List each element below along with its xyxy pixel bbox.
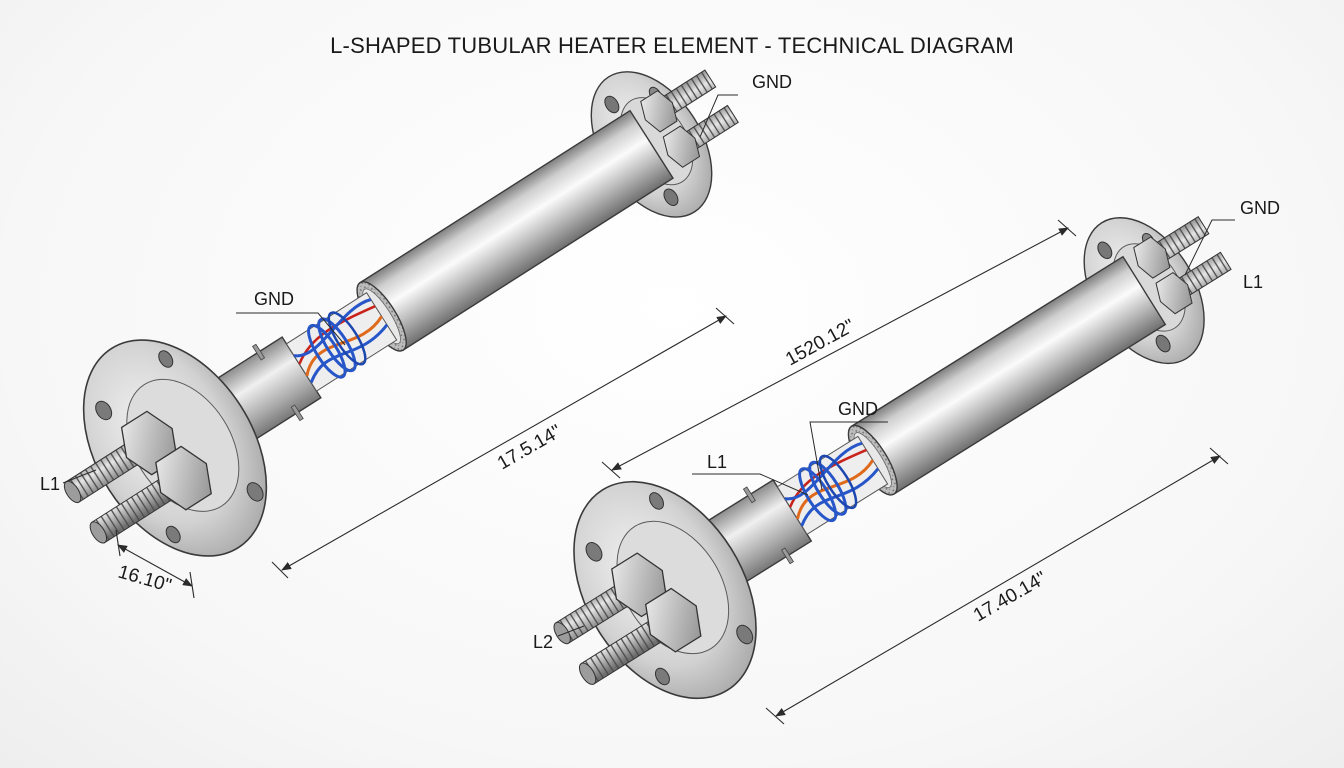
heater-b-l1-top-label: L1	[1243, 272, 1263, 292]
heater-a-l1-leader	[62, 469, 97, 484]
heater-b-gnd-side-label: GND	[838, 399, 878, 419]
heater-a-gnd-side-label: GND	[254, 289, 294, 309]
heater-a-gnd-top-leader	[699, 94, 738, 138]
heater-b	[502, 143, 1281, 754]
heater-a-l1-label: L1	[40, 474, 60, 494]
heater-b-lower-dim-label: 17.40.14"	[970, 568, 1050, 627]
heater-a-length-dim-label: 17.5.14"	[494, 421, 565, 474]
heater-b-lower-dim-tick-start	[765, 707, 785, 725]
heater-a-length-dim-tick-end	[715, 307, 735, 325]
heater-a-gnd-top-label: GND	[752, 72, 792, 92]
heater-b-upper-dim-tick-end	[1057, 219, 1077, 237]
heater-b-upper-dim-tick-start	[601, 461, 621, 479]
heater-b-l2-leader	[557, 625, 585, 637]
heater-b-l2-label: L2	[533, 632, 553, 652]
heater-b-lower-dim-line	[775, 455, 1221, 717]
heater-b-gnd-top-label: GND	[1240, 198, 1280, 218]
heater-a-length-dim-tick-start	[271, 561, 289, 579]
heater-a-flange-dim-tick-start	[115, 529, 121, 557]
heater-b-gnd-top-leader	[1184, 219, 1235, 276]
heater-b-body	[502, 143, 1281, 754]
heater-b-upper-dim-line	[611, 227, 1069, 471]
heater-b-lower-dim-tick-end	[1209, 447, 1229, 465]
heater-a-flange-dim-label: 16.10"	[116, 562, 174, 597]
heater-a-flange-dim-line	[117, 544, 193, 587]
heater-a-flange-dim-tick-end	[189, 571, 195, 599]
heater-b-upper-dim-label: 1520.12"	[782, 315, 858, 370]
diagram-title: L-SHAPED TUBULAR HEATER ELEMENT - TECHNI…	[330, 33, 1014, 58]
heater-b-l1-side-label: L1	[707, 452, 727, 472]
